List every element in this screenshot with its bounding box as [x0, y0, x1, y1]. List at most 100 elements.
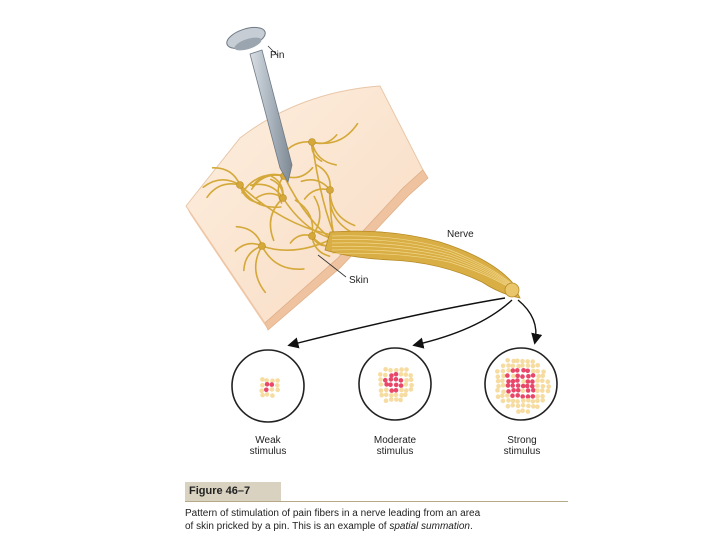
inactive-fiber — [399, 367, 404, 372]
strong-stimulus-label: Strong stimulus — [477, 435, 567, 457]
inactive-fiber — [516, 409, 521, 414]
inactive-fiber — [275, 383, 280, 388]
active-fiber — [525, 394, 531, 399]
pin-leader-line — [267, 45, 279, 57]
inactive-fiber — [259, 388, 265, 394]
inactive-fiber — [398, 372, 404, 377]
nerve-bundle-fiber — [331, 249, 513, 289]
inactive-fiber — [516, 363, 521, 369]
nerve-ending — [236, 181, 244, 189]
active-fiber — [388, 377, 394, 382]
inactive-fiber — [383, 367, 388, 372]
strong-stimulus-line2: stimulus — [503, 446, 541, 457]
active-fiber — [515, 373, 520, 379]
inactive-fiber — [500, 363, 506, 369]
active-fiber — [393, 377, 399, 382]
inactive-fiber — [535, 383, 540, 389]
active-fiber — [526, 374, 531, 379]
inactive-fiber — [270, 378, 275, 384]
skin-label: Skin — [349, 275, 369, 286]
active-fiber — [525, 368, 530, 374]
inactive-fiber — [510, 398, 516, 404]
nerve-fiber — [254, 245, 267, 294]
inactive-fiber — [398, 397, 403, 403]
caption-line-2: of skin pricked by a pin. This is an exa… — [185, 520, 585, 533]
inactive-fiber — [495, 378, 501, 384]
inactive-fiber — [515, 399, 520, 404]
nerve-bundle-fiber — [331, 238, 513, 286]
cross-section-weak — [231, 349, 305, 423]
inactive-fiber — [495, 369, 500, 374]
active-fiber — [510, 368, 516, 373]
inactive-fiber — [530, 399, 536, 404]
active-fiber — [525, 388, 531, 393]
active-fiber — [520, 383, 526, 389]
inactive-fiber — [275, 378, 280, 383]
caption-line-1: Pattern of stimulation of pain fibers in… — [185, 508, 481, 519]
inactive-fiber — [536, 373, 541, 379]
pin — [226, 26, 293, 184]
moderate-stimulus-line2: stimulus — [376, 446, 414, 457]
inactive-fiber — [506, 363, 511, 368]
caption-line-2-end: . — [469, 521, 473, 532]
inactive-fiber — [403, 382, 409, 387]
inactive-fiber — [388, 397, 394, 402]
inactive-fiber — [500, 368, 506, 374]
inactive-fiber — [404, 378, 409, 383]
inactive-fiber — [399, 393, 404, 398]
active-fiber — [505, 373, 510, 378]
inactive-fiber — [399, 387, 404, 393]
weak-stimulus-label: Weak stimulus — [223, 435, 313, 457]
inactive-fiber — [511, 373, 516, 379]
inactive-fiber — [500, 383, 506, 388]
inactive-fiber — [540, 393, 545, 399]
inactive-fiber — [525, 363, 531, 368]
active-fiber — [389, 373, 394, 378]
inactive-fiber — [495, 388, 500, 393]
inactive-fiber — [383, 398, 389, 404]
arrow-to-moderate — [412, 299, 513, 349]
inactive-fiber — [393, 392, 399, 398]
inactive-fiber — [545, 379, 551, 385]
inactive-fiber — [546, 384, 551, 389]
active-fiber — [515, 388, 521, 393]
inactive-fiber — [394, 367, 399, 373]
inactive-fiber — [383, 392, 389, 398]
inactive-fiber — [540, 378, 545, 384]
nerve-bundle-fiber — [331, 245, 513, 288]
active-fiber — [398, 378, 404, 383]
active-fiber — [393, 372, 399, 377]
inactive-fiber — [526, 398, 531, 403]
inactive-fiber — [535, 368, 540, 374]
active-fiber — [530, 383, 535, 389]
inactive-fiber — [383, 372, 388, 378]
inactive-fiber — [501, 373, 506, 379]
nerve-fiber — [311, 195, 321, 237]
inactive-fiber — [389, 393, 394, 398]
nerve-fiber-network — [202, 122, 359, 294]
active-fiber — [384, 382, 389, 387]
active-fiber — [515, 368, 520, 373]
caption-line-2-start: of skin pricked by a pin. This is an exa… — [185, 521, 390, 532]
inactive-fiber — [520, 388, 526, 394]
active-fiber — [515, 383, 521, 388]
active-fiber — [531, 388, 536, 393]
skin-leader-line — [317, 254, 347, 278]
inactive-fiber — [545, 388, 551, 394]
figure-number-bar: Figure 46–7 — [185, 482, 568, 502]
nerve-ending — [326, 186, 334, 194]
nerve-fiber — [239, 184, 339, 237]
moderate-stimulus-label: Moderate stimulus — [350, 435, 440, 457]
inactive-fiber — [526, 403, 531, 409]
inactive-fiber — [403, 372, 409, 377]
inactive-fiber — [520, 408, 525, 414]
inactive-fiber — [511, 358, 516, 364]
active-fiber — [515, 393, 520, 398]
inactive-fiber — [496, 383, 501, 389]
inactive-fiber — [505, 358, 511, 363]
inactive-fiber — [269, 387, 275, 392]
active-fiber — [520, 394, 525, 399]
active-fiber — [505, 383, 511, 388]
